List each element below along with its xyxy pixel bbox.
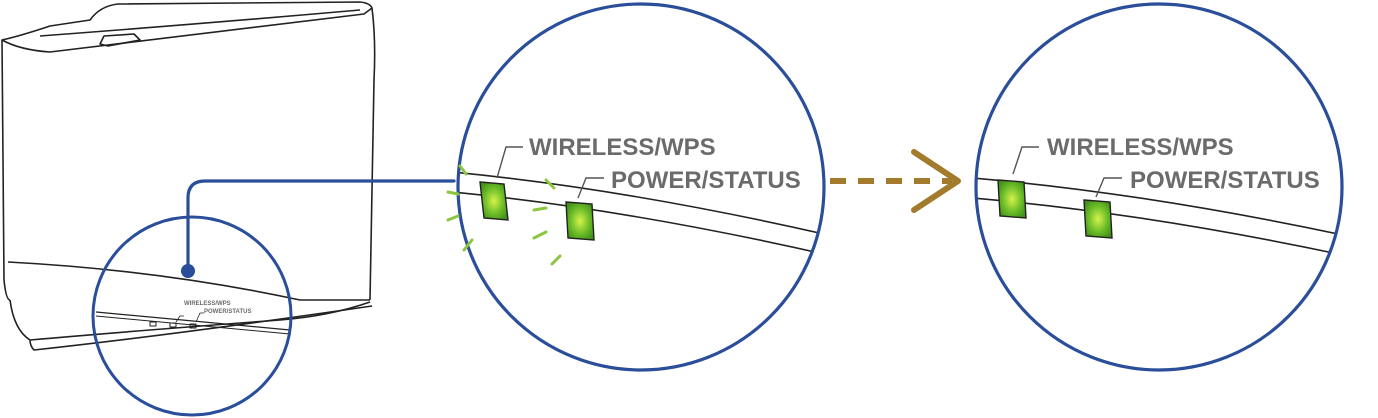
power-label-leader-2 (1095, 177, 1122, 198)
power-label: POWER/STATUS (611, 167, 801, 194)
device-led-3 (189, 323, 197, 329)
wireless-label-leader-2 (1012, 146, 1039, 175)
zoom-panel-steady: WIRELESS/WPS POWER/STATUS (974, 2, 1344, 372)
device-led-2 (169, 322, 177, 328)
device-label-wireless: WIRELESS/WPS (184, 301, 231, 307)
power-label-2: POWER/STATUS (1130, 167, 1320, 194)
device-top-rim (39, 9, 361, 37)
wireless-led-on (997, 179, 1027, 219)
device-top-cap (1, 1, 373, 53)
device-led-1 (149, 321, 157, 327)
device-top-button (99, 33, 141, 47)
router-device (1, 1, 376, 351)
device-front-seam (95, 311, 291, 331)
power-led-on-2 (1083, 199, 1113, 239)
zoom-panel-blinking: WIRELESS/WPS POWER/STATUS (446, 2, 826, 372)
device-base-top (7, 261, 370, 301)
wireless-label-leader (496, 146, 523, 179)
callout-dot (181, 264, 195, 278)
power-led-on (565, 201, 595, 241)
magnifier-circle-small (91, 215, 293, 417)
device-base-bottom (9, 299, 371, 341)
wireless-label-2: WIRELESS/WPS (1047, 134, 1234, 161)
device-label-power: POWER/STATUS (204, 309, 251, 315)
power-label-leader (577, 177, 604, 199)
callout-leader-line (186, 179, 456, 273)
device-body (1, 7, 376, 301)
wireless-label: WIRELESS/WPS (529, 134, 716, 161)
dashed-arrow-right-icon (830, 149, 961, 213)
flash-marks-icon (446, 164, 562, 266)
wireless-led-blinking (479, 181, 509, 221)
